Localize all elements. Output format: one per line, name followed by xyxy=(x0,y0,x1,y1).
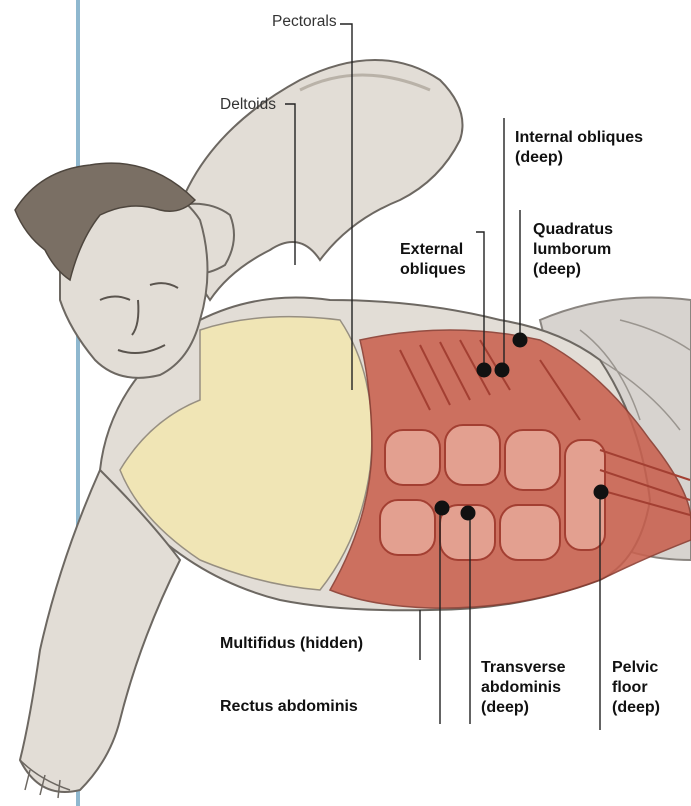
label-external-obliques: External obliques xyxy=(400,240,466,280)
label-deltoids: Deltoids xyxy=(220,95,276,115)
label-quadratus-lumborum: Quadratus lumborum (deep) xyxy=(533,220,613,280)
label-internal-obliques: Internal obliques (deep) xyxy=(515,128,643,168)
label-rectus-abdominis: Rectus abdominis xyxy=(220,697,358,717)
label-pelvic-floor: Pelvic floor (deep) xyxy=(612,658,660,718)
label-transverse-abdominis: Transverse abdominis (deep) xyxy=(481,658,566,718)
label-multifidus: Multifidus (hidden) xyxy=(220,634,363,654)
label-pectorals: Pectorals xyxy=(272,12,337,32)
